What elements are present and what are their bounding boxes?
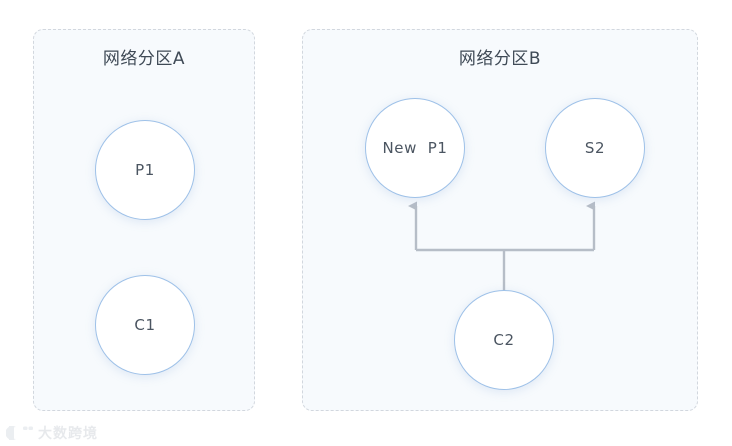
node-p1-label: P1 <box>135 161 155 179</box>
node-c1[interactable]: C1 <box>95 275 195 375</box>
zone-b-title: 网络分区B <box>458 49 542 69</box>
watermark: 大数跨境 <box>6 423 98 443</box>
node-c1-label: C1 <box>134 316 156 334</box>
node-s2-label: S2 <box>584 139 606 157</box>
node-c2[interactable]: C2 <box>454 290 554 390</box>
watermark-text: 大数跨境 <box>38 426 98 442</box>
node-new-p1[interactable]: New P1 <box>365 98 465 198</box>
node-s2[interactable]: S2 <box>545 98 645 198</box>
node-new-p1-label: New P1 <box>382 139 448 157</box>
zone-a-title: 网络分区A <box>102 49 186 69</box>
watermark-logo-icon <box>6 426 33 440</box>
node-p1[interactable]: P1 <box>95 120 195 220</box>
node-c2-label: C2 <box>493 331 515 349</box>
